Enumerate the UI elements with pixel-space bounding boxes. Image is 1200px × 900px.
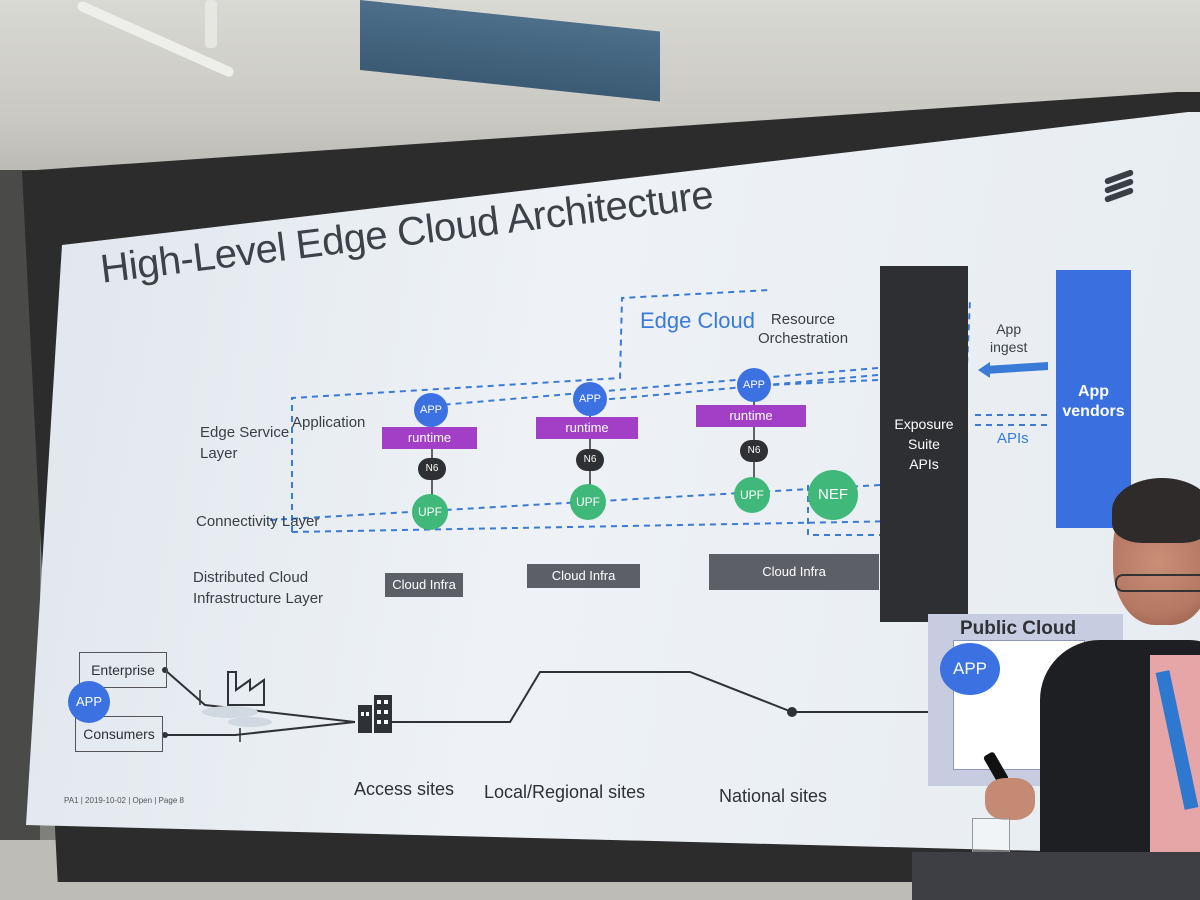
n6-badge-1: N6 [418, 458, 446, 480]
local-regional-sites-label: Local/Regional sites [484, 782, 646, 802]
resource-orchestration-label: Resource Orchestration [758, 311, 849, 347]
app-vendors-block: App vendors [1056, 270, 1131, 528]
nef-node: NEF [808, 470, 858, 520]
public-cloud-app: APP [940, 643, 1000, 695]
podium [912, 852, 1200, 900]
upf-node-3: UPF [734, 477, 770, 513]
bottom-app-node: APP [68, 681, 110, 723]
runtime-bar-1: runtime [382, 427, 477, 449]
presenter-hand [985, 778, 1035, 820]
app-node-1: APP [414, 393, 448, 427]
upf-node-1: UPF [412, 494, 448, 530]
distributed-infra-layer-label: Distributed Cloud Infrastructure Layer [193, 569, 324, 607]
slide-footer: PA1 | 2019-10-02 | Open | Page 8 [64, 796, 184, 805]
glass-cup [972, 818, 1010, 858]
cloud-infra-3: Cloud Infra [709, 554, 879, 590]
application-label: Application [292, 414, 366, 431]
enterprise-box: Enterprise [79, 652, 167, 688]
edge-service-layer-label: Edge Service Layer [200, 424, 290, 462]
n6-badge-2: N6 [576, 449, 604, 471]
exposure-suite-apis-block: Exposure Suite APIs [880, 266, 968, 622]
app-node-3: APP [737, 368, 771, 402]
presenter-glasses [1115, 574, 1200, 592]
apis-label: APIs [997, 430, 1029, 447]
runtime-bar-2: runtime [536, 417, 638, 439]
consumers-box: Consumers [75, 716, 163, 752]
access-sites-label: Access sites [354, 779, 455, 799]
cloud-infra-1: Cloud Infra [385, 573, 463, 597]
app-node-2: APP [573, 382, 607, 416]
presenter-hair [1112, 478, 1200, 543]
edge-cloud-label: Edge Cloud [640, 308, 755, 333]
national-sites-label: National sites [719, 786, 828, 806]
n6-badge-3: N6 [740, 440, 768, 462]
app-ingest-label: App ingest [990, 321, 1028, 355]
upf-node-2: UPF [570, 484, 606, 520]
public-cloud-title: Public Cloud [960, 618, 1077, 639]
ceiling-pipe-vertical [205, 0, 217, 48]
factory-icon [227, 671, 265, 706]
cloud-infra-2: Cloud Infra [527, 564, 640, 588]
antenna-icon [199, 690, 241, 742]
runtime-bar-3: runtime [696, 405, 806, 427]
connectivity-layer-label: Connectivity Layer [196, 513, 320, 530]
